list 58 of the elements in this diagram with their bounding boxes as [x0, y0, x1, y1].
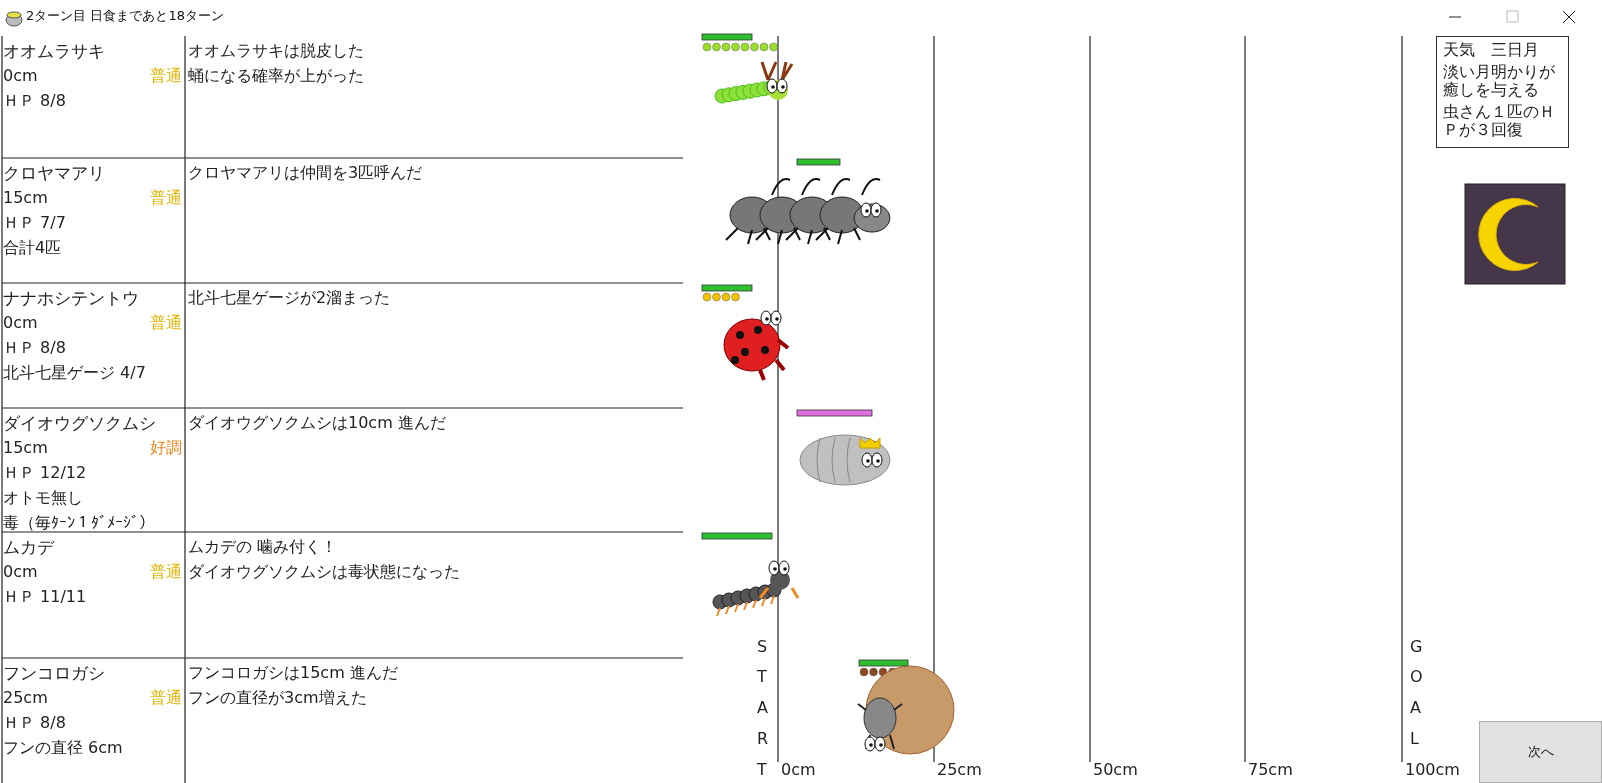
status-text: オトモ無し	[3, 488, 83, 508]
status-text: フンの直径 6cm	[3, 738, 123, 758]
insect-name: クロヤマアリ	[3, 163, 105, 183]
weather-panel	[1436, 36, 1569, 148]
status-text: 25cm	[3, 688, 48, 708]
track-letter: A	[757, 698, 768, 718]
log-message: 蛹になる確率が上がった	[188, 66, 364, 86]
track-letter: T	[757, 667, 767, 687]
insect-name: フンコロガシ	[3, 663, 105, 683]
status-text: ＨＰ 8/8	[3, 91, 66, 111]
track-letter: O	[1410, 667, 1423, 687]
weather-heading: 天気 三日月	[1443, 41, 1540, 59]
log-message: ダイオウグソクムシは毒状態になった	[188, 562, 460, 582]
insect-name: ムカデ	[3, 537, 54, 557]
condition-text: 普通	[150, 66, 182, 86]
window-title: 2ターン目 日食まであと18ターン	[26, 8, 224, 24]
distance-tick-label: 75cm	[1248, 760, 1293, 780]
track-letter: S	[757, 637, 768, 657]
status-text: 0cm	[3, 66, 38, 86]
insect-name: ナナホシテントウ	[3, 288, 139, 308]
status-text: 0cm	[3, 313, 38, 333]
status-text: 0cm	[3, 562, 38, 582]
log-message: クロヤマアリは仲間を3匹呼んだ	[188, 163, 423, 183]
log-message: フンコロガシは15cm 進んだ	[188, 663, 398, 683]
distance-tick-label: 50cm	[1093, 760, 1138, 780]
status-text: ＨＰ 8/8	[3, 338, 66, 358]
log-message: フンの直径が3cm増えた	[188, 688, 367, 708]
condition-text: 普通	[150, 562, 182, 582]
track-letter: L	[1410, 729, 1419, 749]
distance-tick-label: 0cm	[781, 760, 816, 780]
condition-text: 普通	[150, 313, 182, 333]
condition-text: 普通	[150, 188, 182, 208]
next-button: 次へ	[1479, 721, 1602, 783]
insect-name: オオムラサキ	[3, 41, 105, 61]
log-message: ダイオウグソクムシは10cm 進んだ	[188, 413, 446, 433]
weather-text: 淡い月明かりが癒しを与える	[1443, 63, 1556, 99]
status-text: 北斗七星ゲージ 4/7	[3, 363, 146, 383]
status-text: 15cm	[3, 188, 48, 208]
insect-name: ダイオウグソクムシ	[3, 413, 156, 433]
track-letter: R	[757, 729, 769, 749]
condition-text: 普通	[150, 688, 182, 708]
log-message: オオムラサキは脱皮した	[188, 41, 364, 61]
log-message: 北斗七星ゲージが2溜まった	[188, 288, 391, 308]
status-text: ＨＰ 12/12	[3, 463, 87, 483]
status-text: ＨＰ 11/11	[3, 587, 87, 607]
status-text: 毒（毎ﾀｰﾝ１ﾀﾞﾒｰｼﾞ）	[3, 513, 155, 533]
status-text: 合計4匹	[3, 238, 62, 258]
status-text: 15cm	[3, 438, 48, 458]
distance-tick-label: 100cm	[1405, 760, 1460, 780]
track-letter: T	[757, 760, 767, 780]
log-message: ムカデの 噛み付く！	[188, 537, 338, 557]
track-letter: A	[1410, 698, 1421, 718]
status-text: ＨＰ 8/8	[3, 713, 66, 733]
distance-tick-label: 25cm	[937, 760, 982, 780]
track-letter: G	[1410, 637, 1423, 657]
status-text: ＨＰ 7/7	[3, 213, 66, 233]
weather-text: 虫さん１匹のＨＰが３回復	[1443, 103, 1556, 139]
condition-text: 好調	[150, 438, 182, 458]
